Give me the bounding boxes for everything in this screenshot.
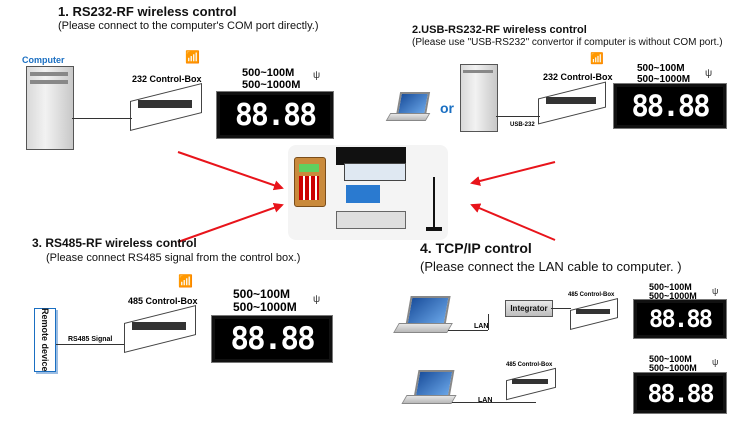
section4-range-a2: 500~1000M (649, 291, 697, 302)
converter-module (346, 185, 380, 203)
remote-device-label: Remote device (40, 308, 50, 372)
arrow-top-right (470, 161, 556, 186)
remote-device-box: Remote device (34, 308, 56, 372)
control-box-4-panel (576, 309, 610, 314)
section4-note: (Please connect the LAN cable to compute… (420, 259, 682, 274)
laptop-2-base (393, 323, 453, 333)
section2-title: 2.USB-RS232-RF wireless control (412, 24, 587, 36)
section3-note: (Please connect RS485 signal from the co… (46, 252, 301, 264)
cable-2 (496, 116, 540, 117)
antenna-icon-display2: ψ (705, 68, 713, 79)
section3-title: 3. RS485-RF wireless control (32, 236, 197, 250)
integrator-label: Integrator (510, 304, 548, 313)
section2-range: 500~100M 500~1000M (637, 63, 691, 85)
section1-note: (Please connect to the computer's COM po… (58, 20, 319, 32)
section4-range-a1: 500~100M (649, 282, 692, 292)
remote-controller-keys (299, 176, 319, 200)
antenna-base (426, 227, 442, 231)
laptop-2-screen (405, 296, 451, 326)
section1-range2: 500~1000M (242, 78, 301, 91)
control-box-5-panel (512, 379, 548, 384)
cable-1 (72, 118, 132, 119)
antenna-rod (433, 177, 435, 231)
section1-title: 1. RS232-RF wireless control (58, 4, 237, 19)
antenna-icon-display1: ψ (313, 70, 321, 81)
arrow-top-left (177, 151, 284, 191)
section4-box-label-1: 485 Control-Box (568, 292, 615, 298)
drive-bay-2 (30, 80, 68, 84)
section4-box-label-2: 485 Control-Box (506, 362, 553, 368)
section4-range-b2: 500~1000M (649, 363, 697, 374)
control-box-2-panel (546, 97, 596, 104)
led-display-4-text: 88.88 (648, 305, 713, 333)
usb-converter-label: USB-232 (510, 122, 535, 128)
section2-note: (Please use "USB-RS232" convertor if com… (412, 37, 723, 48)
laptop-3-screen (413, 370, 455, 398)
section1-box-label: 232 Control-Box (132, 74, 202, 84)
led-display-3: 88.88 (212, 316, 332, 362)
center-device-photo (288, 145, 448, 240)
remote-controller (294, 157, 326, 207)
led-display-5: 88.88 (634, 373, 726, 413)
section3-range1: 500~100M (233, 287, 291, 301)
section2-box-label: 232 Control-Box (543, 72, 613, 82)
section4-title: 4. TCP/IP control (420, 240, 532, 256)
lan-label-2: LAN (478, 397, 493, 404)
section1-range1: 500~100M (242, 67, 295, 79)
led-display-1-text: 88.88 (234, 97, 317, 133)
integrator-box: Integrator (505, 300, 553, 317)
control-box-1-panel (138, 100, 192, 108)
computer-label: Computer (22, 55, 65, 65)
led-display-2: 88.88 (614, 84, 726, 128)
antenna-icon-display3: ψ (313, 294, 321, 305)
computer-tower-2 (460, 64, 498, 132)
cable-6 (551, 308, 571, 309)
rs485-signal-label: RS485 Signal (68, 336, 113, 343)
led-display-4: 88.88 (634, 300, 726, 338)
section2-range2: 500~1000M (637, 73, 691, 85)
led-display-1: 88.88 (217, 92, 333, 138)
led-display-3-text: 88.88 (230, 321, 315, 357)
arrow-bottom-right (470, 203, 556, 241)
section2-range1: 500~100M (637, 63, 685, 74)
or-label: or (440, 100, 454, 116)
section4-range-b1: 500~100M (649, 354, 692, 364)
remote-controller-screen (299, 164, 319, 172)
drive-bay-1 (30, 72, 68, 76)
laptop-1-base (385, 113, 431, 121)
power-supply (336, 211, 406, 229)
receiver-label-plate (344, 163, 406, 181)
antenna-icon-box1: 📶 (185, 50, 200, 64)
section1-range: 500~100M 500~1000M (242, 67, 301, 91)
section4-range-a: 500~100M 500~1000M (649, 282, 697, 302)
antenna-icon-box2: 📶 (590, 53, 604, 65)
antenna-icon-display4: ψ (712, 286, 719, 296)
cable-7 (452, 402, 536, 403)
led-display-2-text: 88.88 (631, 89, 710, 123)
cable-4 (448, 330, 488, 331)
lan-label-1: LAN (474, 323, 489, 330)
drive-bay-3 (463, 70, 493, 73)
cable-3 (56, 344, 126, 345)
control-box-3-panel (132, 322, 186, 330)
receiver-module (336, 147, 406, 165)
arrow-bottom-left (177, 202, 284, 243)
section4-range-b: 500~100M 500~1000M (649, 354, 697, 374)
section3-range2: 500~1000M (233, 299, 297, 314)
section3-box-label: 485 Control-Box (128, 296, 198, 306)
computer-tower-1 (26, 66, 74, 150)
antenna-icon-display5: ψ (712, 357, 719, 367)
laptop-3-base (401, 395, 457, 404)
led-display-5-text: 88.88 (647, 378, 714, 408)
antenna-icon-box3: 📶 (178, 274, 193, 288)
section3-range: 500~100M 500~1000M (233, 288, 297, 313)
cable-5 (488, 314, 489, 330)
